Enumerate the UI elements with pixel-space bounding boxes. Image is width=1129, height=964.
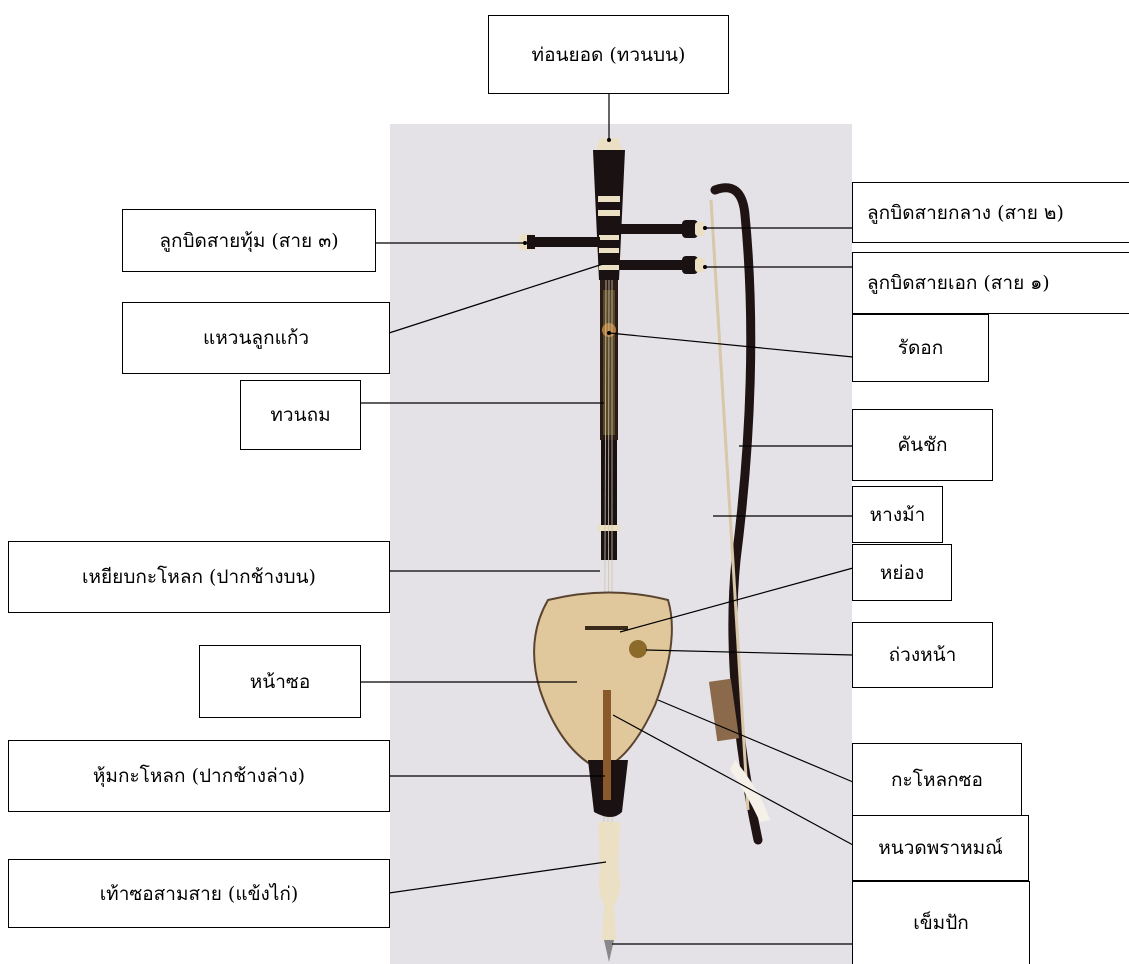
label-top-head: ท่อนยอด (ทวนบน) (488, 15, 729, 94)
label-brahmin-mustache: หนวดพราหมณ์ (852, 815, 1029, 881)
neck-ring (598, 525, 620, 531)
label-horse-hair: หางม้า (852, 486, 943, 543)
label-chest-band: รัดอก (852, 314, 989, 382)
label-face-skin: หน้าซอ (199, 645, 361, 718)
label-lower-skull-hook: หุ้มกะโหลก (ปากช้างล่าง) (8, 740, 390, 812)
label-foot: เท้าซอสามสาย (แข้งไก่) (8, 859, 390, 928)
label-body-skull: กะโหลกซอ (852, 743, 1022, 817)
photo-background (390, 124, 852, 964)
neck-ring (599, 248, 619, 253)
neck-ring (599, 235, 619, 240)
label-crystal-ring: แหวนลูกแก้ว (122, 302, 390, 374)
label-face-pattern: ถ่วงหน้า (852, 622, 993, 688)
label-bridge: หย่อง (852, 544, 952, 601)
label-lower-neck: ทวนถม (240, 380, 361, 450)
label-low-string-peg: ลูกบิดสายทุ้ม (สาย ๓) (122, 209, 376, 272)
face-ornament (629, 640, 647, 658)
label-spike: เข็มปัก (852, 881, 1030, 964)
neck-ring (598, 196, 620, 202)
neck-ring (598, 210, 620, 216)
neck-ring (599, 265, 619, 270)
label-mid-string-peg: ลูกบิดสายกลาง (สาย ๒) (852, 182, 1129, 243)
label-bow-stick: คันชัก (852, 409, 993, 481)
label-upper-skull-hook: เหยียบกะโหลก (ปากช้างบน) (8, 541, 390, 613)
label-high-string-peg: ลูกบิดสายเอก (สาย ๑) (852, 252, 1129, 314)
mustache-strip (603, 690, 611, 800)
